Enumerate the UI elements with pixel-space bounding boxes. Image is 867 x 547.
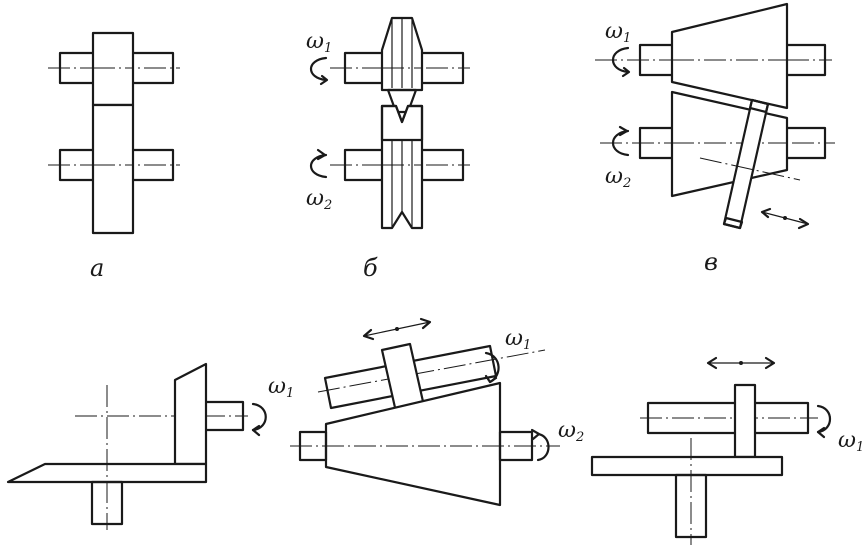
lower-cone xyxy=(670,90,789,198)
label-omega1-v: ω1 xyxy=(605,19,631,46)
diagram-roller-cone-variator: ω1 ω2 xyxy=(290,317,584,507)
diagram-b-grooved-drive: ω1 ω2 б xyxy=(306,16,470,282)
label-omega1-bevel: ω1 xyxy=(268,374,294,401)
caption-v: в xyxy=(704,248,718,276)
label-omega1-roller: ω1 xyxy=(505,326,531,353)
rotation-arrow-omega2-cone xyxy=(536,432,550,462)
horizontal-disc xyxy=(6,462,208,484)
upper-wheel xyxy=(91,31,135,107)
caption-a: а xyxy=(90,254,104,282)
diagram-frontal-variator: ω1 xyxy=(590,356,864,545)
cone-shaft-right xyxy=(498,430,534,462)
groove-section xyxy=(380,104,424,142)
diagram-v-cone-variator: ω1 ω2 в xyxy=(595,2,835,276)
label-omega2-v: ω2 xyxy=(605,164,631,191)
drive-disc xyxy=(590,455,784,477)
rotation-arrow-omega1 xyxy=(309,56,328,82)
label-omega2-cone: ω2 xyxy=(558,418,584,445)
cone-shaft-left xyxy=(298,430,328,462)
caption-b: б xyxy=(363,254,378,282)
diagram-a-cylindrical-drive: а xyxy=(48,31,180,282)
label-omega1-b: ω1 xyxy=(306,29,332,56)
upper-cone xyxy=(670,2,789,110)
vertical-cone xyxy=(173,362,208,466)
label-omega2-b: ω2 xyxy=(306,186,332,213)
lower-wheel xyxy=(91,103,135,235)
rotation-arrow-omega1-v xyxy=(611,46,630,74)
diagram-bevel-drive: ω1 xyxy=(6,362,294,530)
sliding-roller-disc xyxy=(733,383,757,459)
label-omega1-disc: ω1 xyxy=(838,428,864,455)
rotation-arrow-omega1-bevel xyxy=(251,402,267,432)
